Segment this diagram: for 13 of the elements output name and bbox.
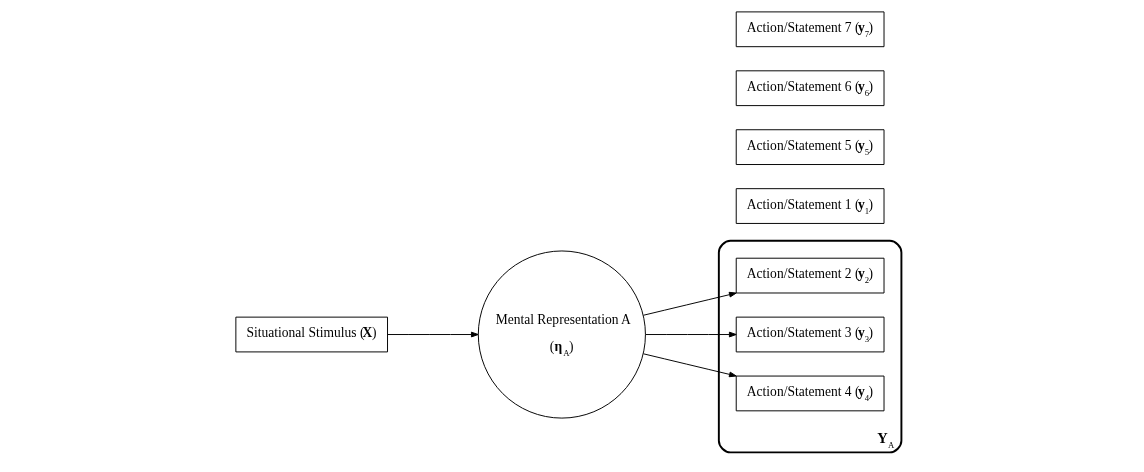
node-circle: Mental Representation A (η$_{A}$): [477, 250, 646, 419]
node-box: Action/Statement 1 (y$_{1}$): [735, 188, 884, 224]
node-box: Action/Statement 6 (y$_{6}$): [735, 70, 884, 107]
node-box: Action/Statement 2 (y$_{2}$): [735, 257, 884, 294]
node-box: Action/Statement 4 (y$_{4}$): [735, 375, 884, 412]
node-box: Action/Statement 3 (y$_{3}$): [735, 316, 884, 353]
arrow: [642, 291, 737, 316]
node-box: Action/Statement 5 (y$_{5}$): [735, 129, 884, 165]
arrow: [644, 331, 737, 338]
arrow: [386, 331, 479, 338]
node-box: Situational Stimulus (X): [234, 316, 388, 353]
node-box: Action/Statement 7 (y$_{7}$): [735, 11, 884, 48]
arrow: [642, 353, 737, 378]
